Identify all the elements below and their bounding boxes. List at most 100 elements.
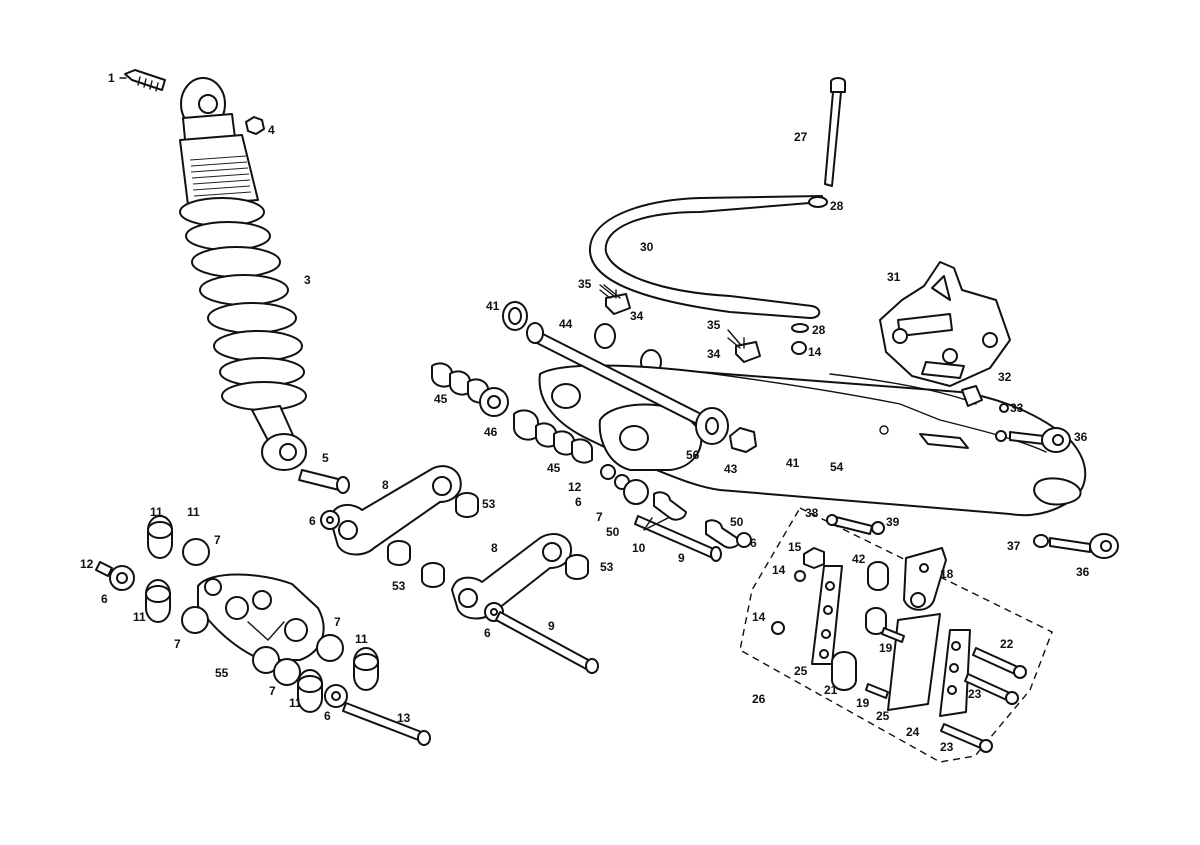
label-12: 12	[568, 480, 582, 494]
swingarm-spindle	[526, 322, 729, 445]
label-6: 6	[101, 592, 108, 606]
label-7: 7	[269, 684, 276, 698]
label-25: 25	[876, 709, 890, 723]
label-33: 33	[1010, 401, 1024, 415]
label-28: 28	[812, 323, 826, 337]
shock-bottom-bolt	[298, 469, 350, 494]
label-31: 31	[887, 270, 901, 284]
label-1: 1	[108, 71, 115, 85]
chain-adjuster-lower	[1033, 533, 1119, 559]
label-53: 53	[482, 497, 496, 511]
label-19: 19	[856, 696, 870, 710]
label-15: 15	[788, 540, 802, 554]
label-36: 36	[1076, 565, 1090, 579]
label-22: 22	[1000, 637, 1014, 651]
label-53: 53	[600, 560, 614, 574]
label-50: 50	[730, 515, 744, 529]
label-23: 23	[940, 740, 954, 754]
label-34: 34	[630, 309, 644, 323]
label-39: 39	[886, 515, 900, 529]
rocker-assembly	[95, 515, 431, 746]
clip-35-right	[735, 341, 761, 363]
label-41: 41	[786, 456, 800, 470]
sprocket-guard-plate	[879, 261, 1011, 387]
hardware-subassembly	[771, 514, 1027, 753]
label-35: 35	[707, 318, 721, 332]
label-25: 25	[794, 664, 808, 678]
label-3: 3	[304, 273, 311, 287]
label-54: 54	[830, 460, 844, 474]
label-45: 45	[434, 392, 448, 406]
label-8: 8	[491, 541, 498, 555]
label-32: 32	[998, 370, 1012, 384]
label-28: 28	[830, 199, 844, 213]
clip-35-left	[605, 293, 631, 315]
chain-adjuster-upper	[995, 427, 1071, 453]
label-21: 21	[824, 683, 838, 697]
label-14: 14	[808, 345, 822, 359]
shock-top-bolt	[124, 69, 166, 92]
label-6: 6	[484, 626, 491, 640]
label-4: 4	[268, 123, 275, 137]
label-30: 30	[640, 240, 654, 254]
label-11: 11	[355, 632, 368, 646]
label-7: 7	[334, 615, 341, 629]
label-24: 24	[906, 725, 920, 739]
label-27: 27	[794, 130, 808, 144]
link-upper	[320, 465, 479, 588]
label-7: 7	[214, 533, 221, 547]
link-lower	[451, 533, 599, 674]
label-44: 44	[559, 317, 573, 331]
chain-guide	[588, 195, 823, 319]
label-35: 35	[578, 277, 592, 291]
label-38: 38	[805, 506, 819, 520]
label-43: 43	[724, 462, 738, 476]
label-6: 6	[324, 709, 331, 723]
label-5: 5	[322, 451, 329, 465]
subassembly-boundary	[739, 507, 1053, 763]
label-34: 34	[707, 347, 721, 361]
label-12: 12	[80, 557, 94, 571]
label-19: 19	[879, 641, 893, 655]
label-10: 10	[632, 541, 646, 555]
label-14: 14	[752, 610, 766, 624]
label-11: 11	[187, 505, 200, 519]
label-6: 6	[575, 495, 582, 509]
label-55: 55	[215, 666, 229, 680]
shock-top-nut	[245, 116, 265, 135]
washer-28-lower	[791, 323, 809, 333]
washer-28-top	[808, 196, 828, 208]
clip-32	[961, 385, 983, 407]
label-42: 42	[852, 552, 866, 566]
bushing-stack-lower	[513, 409, 593, 464]
label-37: 37	[1007, 539, 1021, 553]
label-18: 18	[940, 567, 954, 581]
label-6: 6	[750, 536, 757, 550]
label-6: 6	[309, 514, 316, 528]
label-56: 56	[686, 448, 700, 462]
label-11: 11	[289, 696, 302, 710]
label-14: 14	[772, 563, 786, 577]
label-9: 9	[548, 619, 555, 633]
label-36: 36	[1074, 430, 1088, 444]
bushing-stack-upper	[431, 362, 509, 417]
label-41: 41	[486, 299, 500, 313]
label-46: 46	[484, 425, 498, 439]
label-23: 23	[968, 687, 982, 701]
label-7: 7	[596, 510, 603, 524]
long-bolt-27	[824, 77, 846, 187]
label-26: 26	[752, 692, 766, 706]
label-9: 9	[678, 551, 685, 565]
label-8: 8	[382, 478, 389, 492]
label-50: 50	[606, 525, 620, 539]
label-11: 11	[150, 505, 163, 519]
label-45: 45	[547, 461, 561, 475]
callout-labels: 1 3 4 5 6 6 6 6 6 6 7 7 7 7 7 8 8 9 9 10…	[80, 71, 1090, 754]
nut-14-upper	[791, 341, 807, 355]
label-11: 11	[133, 610, 146, 624]
label-13: 13	[397, 711, 411, 725]
label-7: 7	[174, 637, 181, 651]
spindle-nut	[729, 427, 757, 453]
shock-absorber	[179, 77, 307, 471]
